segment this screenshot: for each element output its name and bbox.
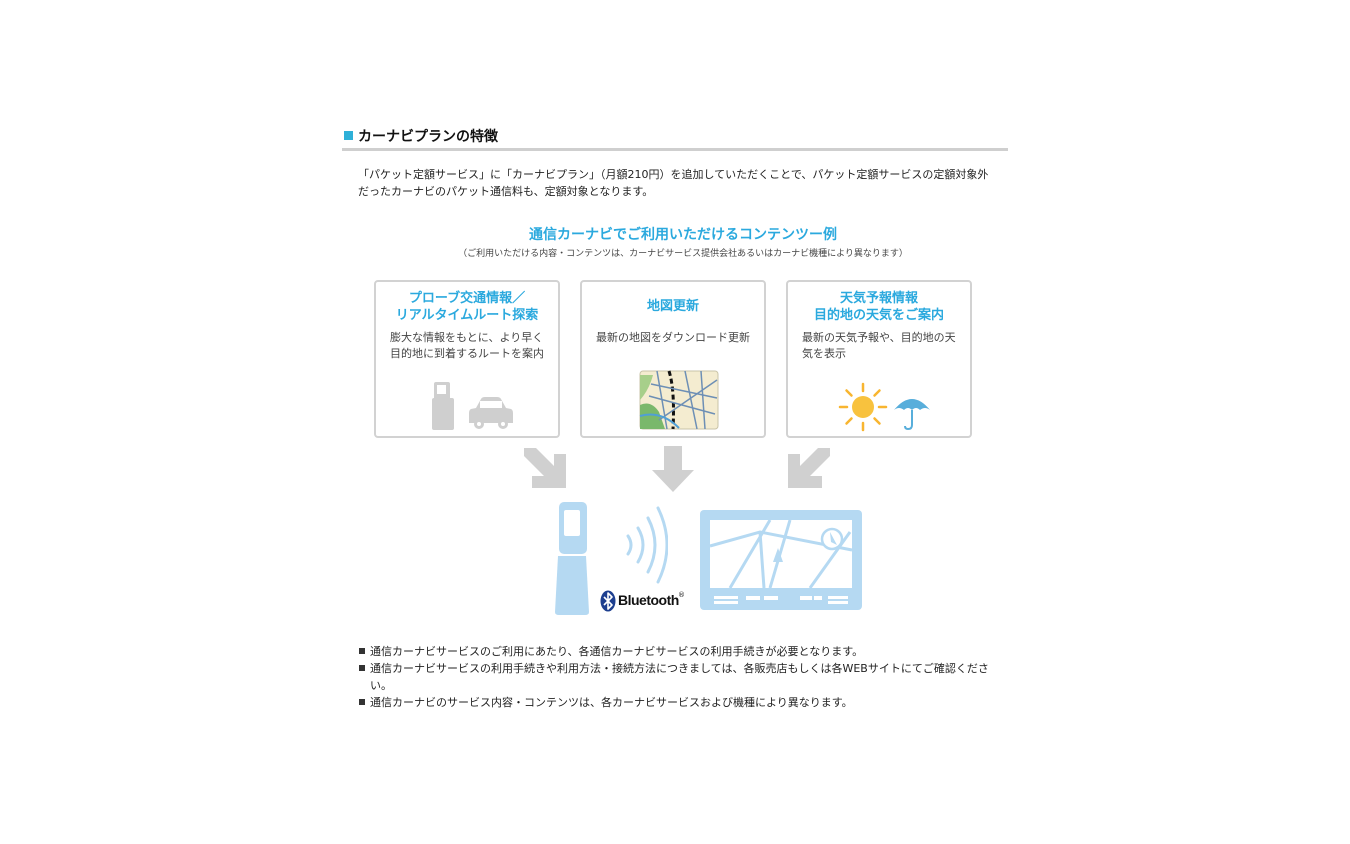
car-navigation-screen-icon: [700, 510, 862, 610]
bluetooth-wordmark: Bluetooth: [618, 592, 679, 608]
content-card-map-update: 地図更新 最新の地図をダウンロード更新: [580, 280, 766, 438]
list-item: 通信カーナビサービスの利用手続きや利用方法・接続方法につきましては、各販売店もし…: [358, 660, 998, 694]
card-title: 天気予報情報 目的地の天気をご案内: [788, 290, 970, 324]
bluetooth-icon: [600, 590, 616, 612]
heading-square-icon: [344, 131, 353, 140]
note-text: 通信カーナビサービスの利用手続きや利用方法・接続方法につきましては、各販売店もし…: [370, 662, 989, 692]
card-title-line: 目的地の天気をご案内: [813, 308, 944, 323]
diagram-note: （ご利用いただける内容・コンテンツは、カーナビサービス提供会社あるいはカーナビ機…: [458, 249, 908, 259]
bullet-square-icon: [359, 699, 365, 705]
card-description: 最新の地図をダウンロード更新: [596, 331, 750, 344]
card-title-line: リアルタイムルート探索: [395, 308, 539, 323]
bluetooth-logo: Bluetooth ®: [600, 590, 690, 614]
mobile-phone-icon: [432, 382, 454, 430]
sun-icon: [838, 382, 888, 432]
intro-text: 「パケット定額サービス」に「カーナビプラン」（月額210円）を追加していただくこ…: [358, 168, 989, 198]
bullet-square-icon: [359, 648, 365, 654]
card-title: プローブ交通情報／ リアルタイムルート探索: [376, 290, 558, 324]
umbrella-icon: [894, 399, 930, 431]
wireless-waves-icon: [626, 506, 668, 584]
section-title: カーナビプランの特徴: [358, 129, 498, 145]
card-title-line: プローブ交通情報／: [408, 291, 526, 306]
card-title: 地図更新: [582, 298, 764, 315]
car-icon: [469, 397, 513, 429]
arrow-down-left-icon: [788, 448, 830, 488]
arrow-down-right-icon: [524, 448, 566, 488]
note-text: 通信カーナビのサービス内容・コンテンツは、各カーナビサービスおよび機種により異な…: [370, 696, 853, 709]
card-title-line: 地図更新: [646, 299, 699, 314]
bullet-square-icon: [359, 665, 365, 671]
section-heading: カーナビプランの特徴: [342, 126, 1008, 151]
card-title-line: 天気予報情報: [839, 291, 918, 306]
notes-list: 通信カーナビサービスのご利用にあたり、各通信カーナビサービスの利用手続きが必要と…: [358, 643, 998, 711]
list-item: 通信カーナビサービスのご利用にあたり、各通信カーナビサービスの利用手続きが必要と…: [358, 643, 998, 660]
bluetooth-registered-mark: ®: [678, 591, 685, 599]
content-card-weather: 天気予報情報 目的地の天気をご案内 最新の天気予報や、目的地の天気を表示: [786, 280, 972, 438]
map-icon: [639, 370, 719, 430]
diagram-title: 通信カーナビでご利用いただけるコンテンツー例: [529, 227, 837, 243]
arrow-down-icon: [652, 446, 694, 492]
content-card-probe-traffic: プローブ交通情報／ リアルタイムルート探索 膨大な情報をもとに、より早く目的地に…: [374, 280, 560, 438]
list-item: 通信カーナビのサービス内容・コンテンツは、各カーナビサービスおよび機種により異な…: [358, 694, 998, 711]
card-description: 膨大な情報をもとに、より早く目的地に到着するルートを案内: [390, 331, 544, 360]
card-description: 最新の天気予報や、目的地の天気を表示: [802, 331, 956, 360]
note-text: 通信カーナビサービスのご利用にあたり、各通信カーナビサービスの利用手続きが必要と…: [370, 645, 864, 658]
flip-phone-icon: [555, 502, 589, 615]
